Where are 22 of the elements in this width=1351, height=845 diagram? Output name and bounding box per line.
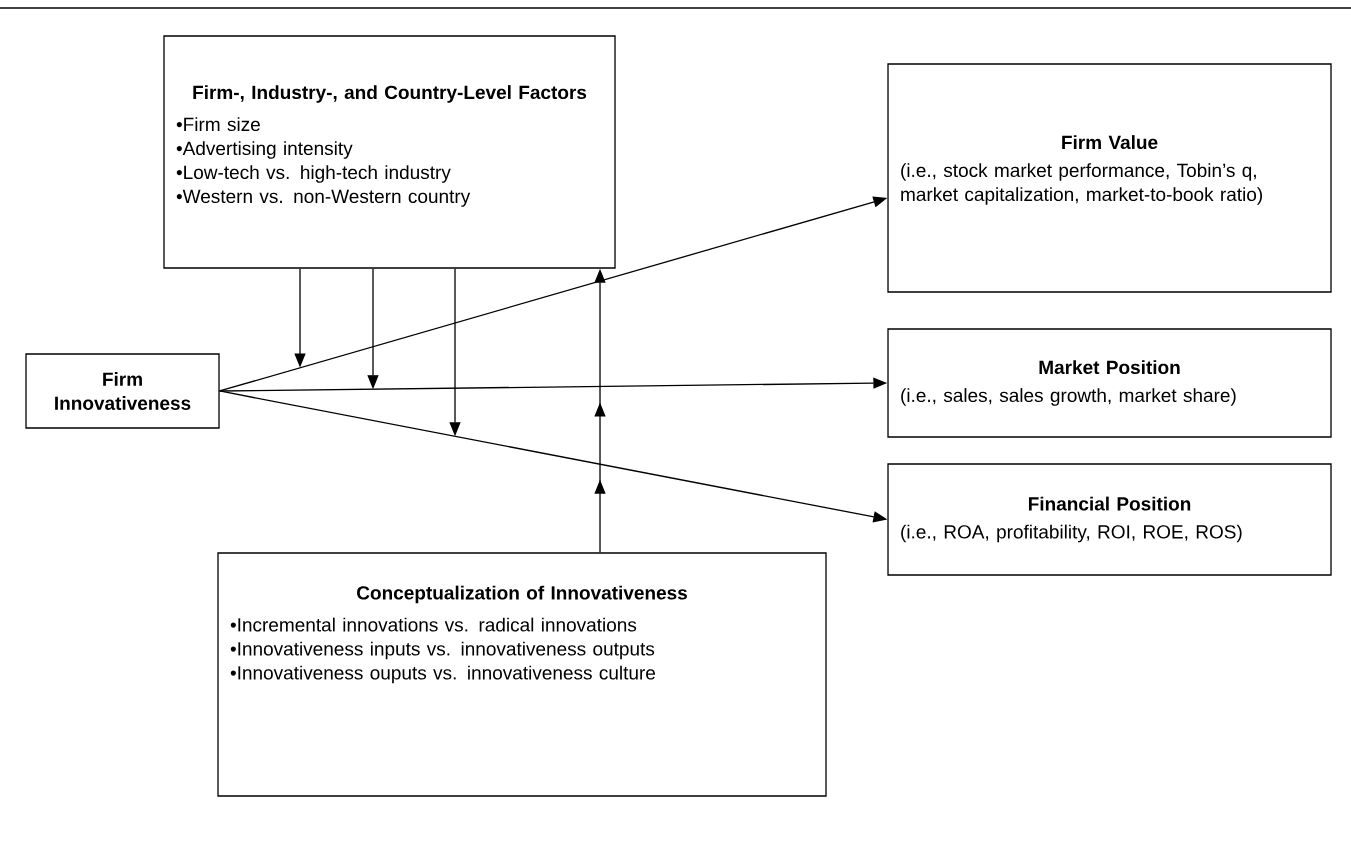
node-label: Conceptualization of Innovativeness bbox=[357, 585, 687, 604]
node-label: •Western vs. non-Western country bbox=[176, 189, 471, 207]
node-label: Market Position bbox=[1039, 360, 1180, 375]
outcome-box bbox=[887, 63, 1332, 293]
outcome-box bbox=[887, 463, 1332, 576]
factor-box bbox=[217, 552, 827, 797]
node-label: (i.e., sales, sales growth, market share) bbox=[901, 388, 1236, 406]
node-label: Firm Innovativeness bbox=[55, 372, 191, 410]
node-label: Firm-, Industry-, and Country-Level Factors bbox=[193, 85, 587, 103]
node-label: (i.e., ROA, profitability, ROI, ROE, ROS) bbox=[901, 524, 1242, 543]
node-label: •Advertising intensity bbox=[176, 141, 353, 159]
node-label: •Innovativeness inputs vs. innovativeness outputs bbox=[230, 641, 655, 660]
node-label: •Innovativeness ouputs vs. innovativeness culture bbox=[230, 665, 656, 684]
node-label: Financial Position bbox=[1028, 496, 1191, 511]
node-label: Firm Value bbox=[1062, 135, 1158, 150]
factor-box bbox=[163, 35, 616, 269]
node-label: •Firm size bbox=[176, 117, 260, 132]
concept-box bbox=[25, 353, 220, 429]
node-label: (i.e., stock market performance, Tobin’s q, market capitalization, market-to-book ratio) bbox=[901, 163, 1263, 205]
node-label: •Incremental innovations vs. radical innovations bbox=[230, 617, 637, 632]
outcome-box bbox=[887, 328, 1332, 438]
node-label: •Low-tech vs. high-tech industry bbox=[176, 165, 451, 183]
